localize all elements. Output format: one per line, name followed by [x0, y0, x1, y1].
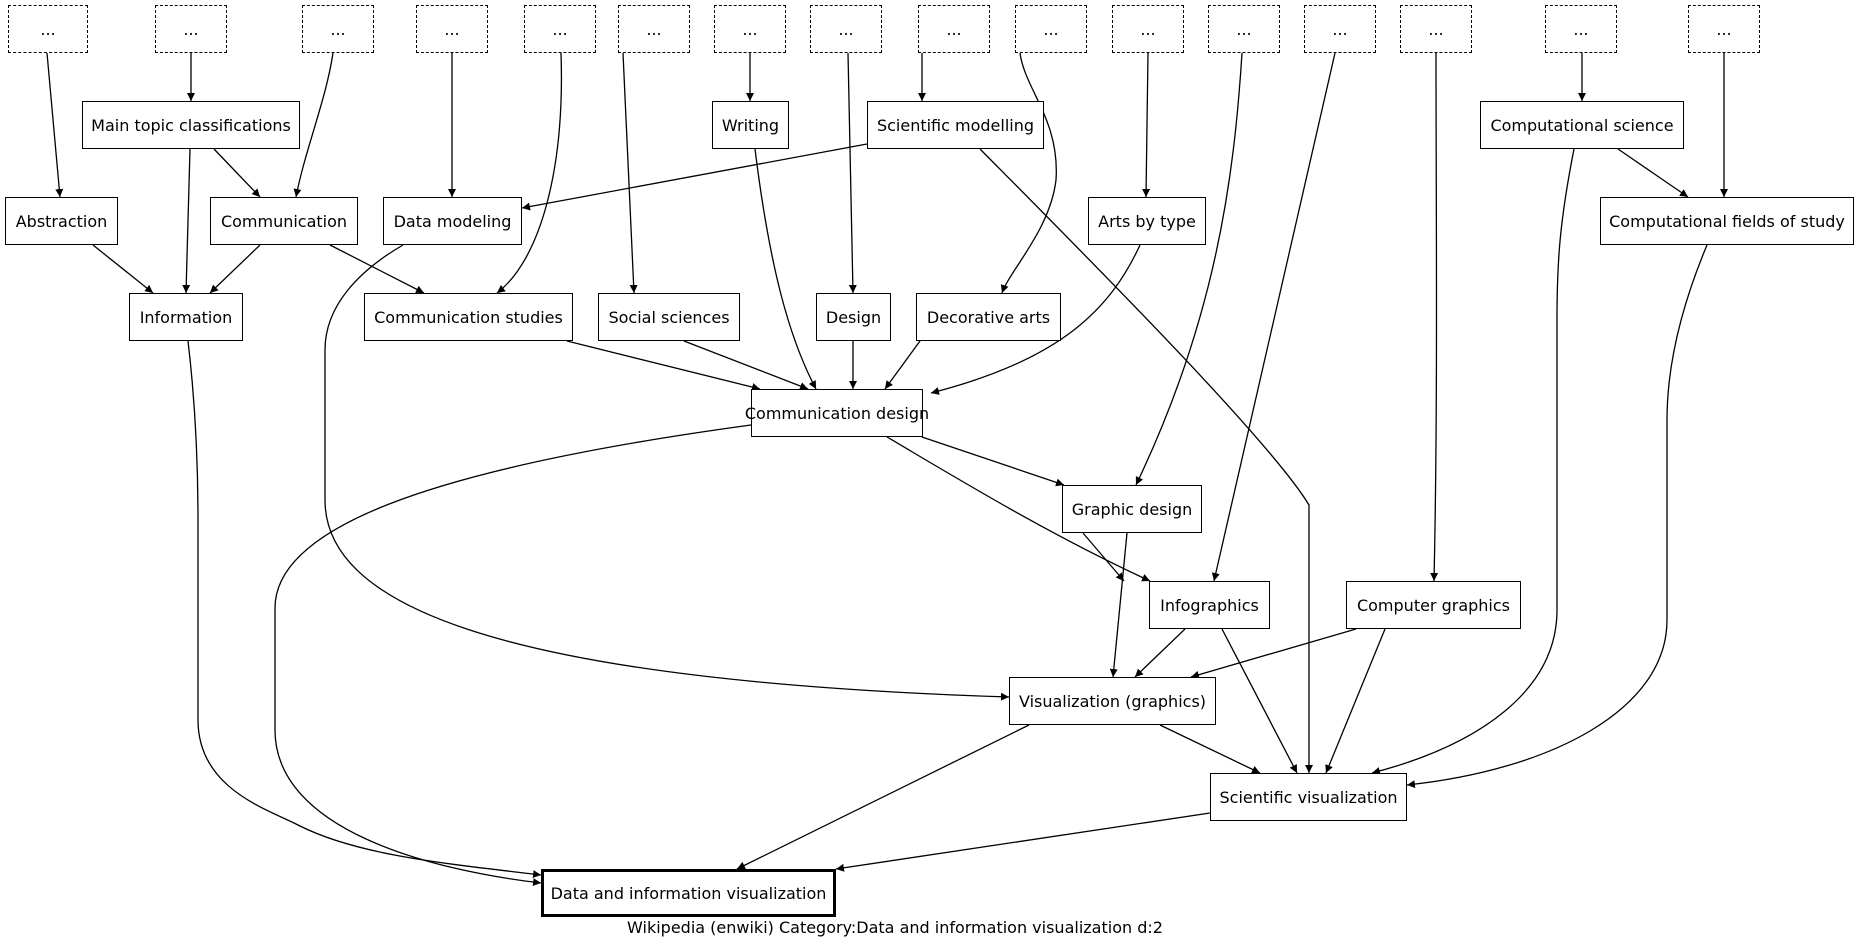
- category-node-data-modeling[interactable]: Data modeling: [383, 197, 522, 245]
- category-node-data-info-vis[interactable]: Data and information visualization: [541, 869, 836, 917]
- edge-graphic-design-to-infographics: [1082, 532, 1125, 582]
- edge-comm-design-to-infographics: [886, 436, 1151, 582]
- edge-sci-vis-to-data-info-vis: [835, 812, 1211, 872]
- edge-computer-graphics-to-vis-graphics: [1190, 628, 1357, 679]
- edge-vis-graphics-to-data-info-vis: [736, 724, 1030, 870]
- category-node-writing[interactable]: Writing: [712, 101, 789, 149]
- edge-comm-studies-to-comm-design: [566, 340, 761, 391]
- category-node-main-topic[interactable]: Main topic classifications: [82, 101, 300, 149]
- edge-infographics-to-vis-graphics: [1134, 628, 1186, 678]
- edge-p10-to-decorative-arts: [1000, 52, 1057, 294]
- edge-p11-to-arts-by-type: [1142, 52, 1151, 198]
- graph-caption: Wikipedia (enwiki) Category:Data and inf…: [627, 918, 1163, 937]
- edge-decorative-arts-to-comm-design: [884, 340, 921, 390]
- category-node-sci-vis[interactable]: Scientific visualization: [1210, 773, 1407, 821]
- edge-main-topic-to-communication: [213, 148, 261, 198]
- edge-infographics-to-sci-vis: [1221, 628, 1298, 774]
- edge-sci-modelling-to-data-modeling: [521, 143, 868, 211]
- edge-main-topic-to-information: [182, 148, 191, 294]
- edge-p13-to-infographics: [1211, 52, 1336, 582]
- edge-sci-modelling-to-sci-vis: [979, 148, 1313, 773]
- edge-data-modeling-to-vis-graphics: [324, 244, 1010, 701]
- edge-p8-to-design: [847, 52, 857, 294]
- collapsed-parent-node[interactable]: ...: [810, 5, 882, 53]
- edge-arts-by-type-to-comm-design: [930, 244, 1141, 395]
- collapsed-parent-node[interactable]: ...: [1208, 5, 1280, 53]
- category-node-social-sciences[interactable]: Social sciences: [598, 293, 740, 341]
- edge-comp-science-to-comp-fields: [1617, 148, 1689, 198]
- edge-layer: [46, 52, 1728, 887]
- edge-writing-to-comm-design: [754, 148, 817, 390]
- collapsed-parent-node[interactable]: ...: [416, 5, 488, 53]
- edge-comp-fields-to-sci-vis: [1406, 244, 1708, 789]
- category-node-arts-by-type[interactable]: Arts by type: [1088, 197, 1206, 245]
- edge-comm-design-to-data-info-vis: [274, 424, 752, 887]
- category-node-comp-science[interactable]: Computational science: [1480, 101, 1684, 149]
- category-node-design[interactable]: Design: [816, 293, 891, 341]
- edge-communication-to-information: [209, 244, 261, 294]
- collapsed-parent-node[interactable]: ...: [618, 5, 690, 53]
- collapsed-parent-node[interactable]: ...: [918, 5, 990, 53]
- category-node-comp-fields[interactable]: Computational fields of study: [1600, 197, 1854, 245]
- edge-vis-graphics-to-sci-vis: [1159, 724, 1261, 774]
- collapsed-parent-node[interactable]: ...: [8, 5, 88, 53]
- edge-p1-to-abstraction: [46, 52, 64, 198]
- category-node-computer-graphics[interactable]: Computer graphics: [1346, 581, 1521, 629]
- collapsed-parent-node[interactable]: ...: [714, 5, 786, 53]
- edge-computer-graphics-to-sci-vis: [1325, 628, 1386, 774]
- category-node-comm-design[interactable]: Communication design: [745, 389, 929, 437]
- collapsed-parent-node[interactable]: ...: [1015, 5, 1087, 53]
- collapsed-parent-node[interactable]: ...: [524, 5, 596, 53]
- collapsed-parent-node[interactable]: ...: [155, 5, 227, 53]
- category-node-communication[interactable]: Communication: [210, 197, 358, 245]
- edge-communication-to-comm-studies: [329, 244, 425, 294]
- category-node-vis-graphics[interactable]: Visualization (graphics): [1009, 677, 1216, 725]
- edge-graphic-design-to-vis-graphics: [1109, 532, 1128, 678]
- collapsed-parent-node[interactable]: ...: [1400, 5, 1472, 53]
- edge-information-to-data-info-vis: [187, 340, 542, 879]
- collapsed-parent-node[interactable]: ...: [302, 5, 374, 53]
- edge-comm-design-to-graphic-design: [921, 436, 1065, 487]
- category-node-comm-studies[interactable]: Communication studies: [364, 293, 573, 341]
- category-node-sci-modelling[interactable]: Scientific modelling: [867, 101, 1044, 149]
- category-node-infographics[interactable]: Infographics: [1149, 581, 1270, 629]
- category-node-decorative-arts[interactable]: Decorative arts: [916, 293, 1061, 341]
- edge-p6-to-social-sciences: [622, 52, 638, 294]
- edge-abstraction-to-information: [92, 244, 154, 294]
- edge-p5-to-comm-studies: [496, 52, 563, 294]
- collapsed-parent-node[interactable]: ...: [1304, 5, 1376, 53]
- edge-social-sciences-to-comm-design: [683, 340, 809, 390]
- collapsed-parent-node[interactable]: ...: [1112, 5, 1184, 53]
- edge-p14-to-computer-graphics: [1430, 52, 1439, 582]
- category-node-abstraction[interactable]: Abstraction: [5, 197, 118, 245]
- category-node-information[interactable]: Information: [129, 293, 243, 341]
- collapsed-parent-node[interactable]: ...: [1545, 5, 1617, 53]
- edge-comp-science-to-sci-vis: [1371, 148, 1575, 775]
- edge-p3-to-communication: [293, 52, 334, 198]
- collapsed-parent-node[interactable]: ...: [1688, 5, 1760, 53]
- category-node-graphic-design[interactable]: Graphic design: [1062, 485, 1202, 533]
- edge-p12-to-graphic-design: [1135, 52, 1243, 486]
